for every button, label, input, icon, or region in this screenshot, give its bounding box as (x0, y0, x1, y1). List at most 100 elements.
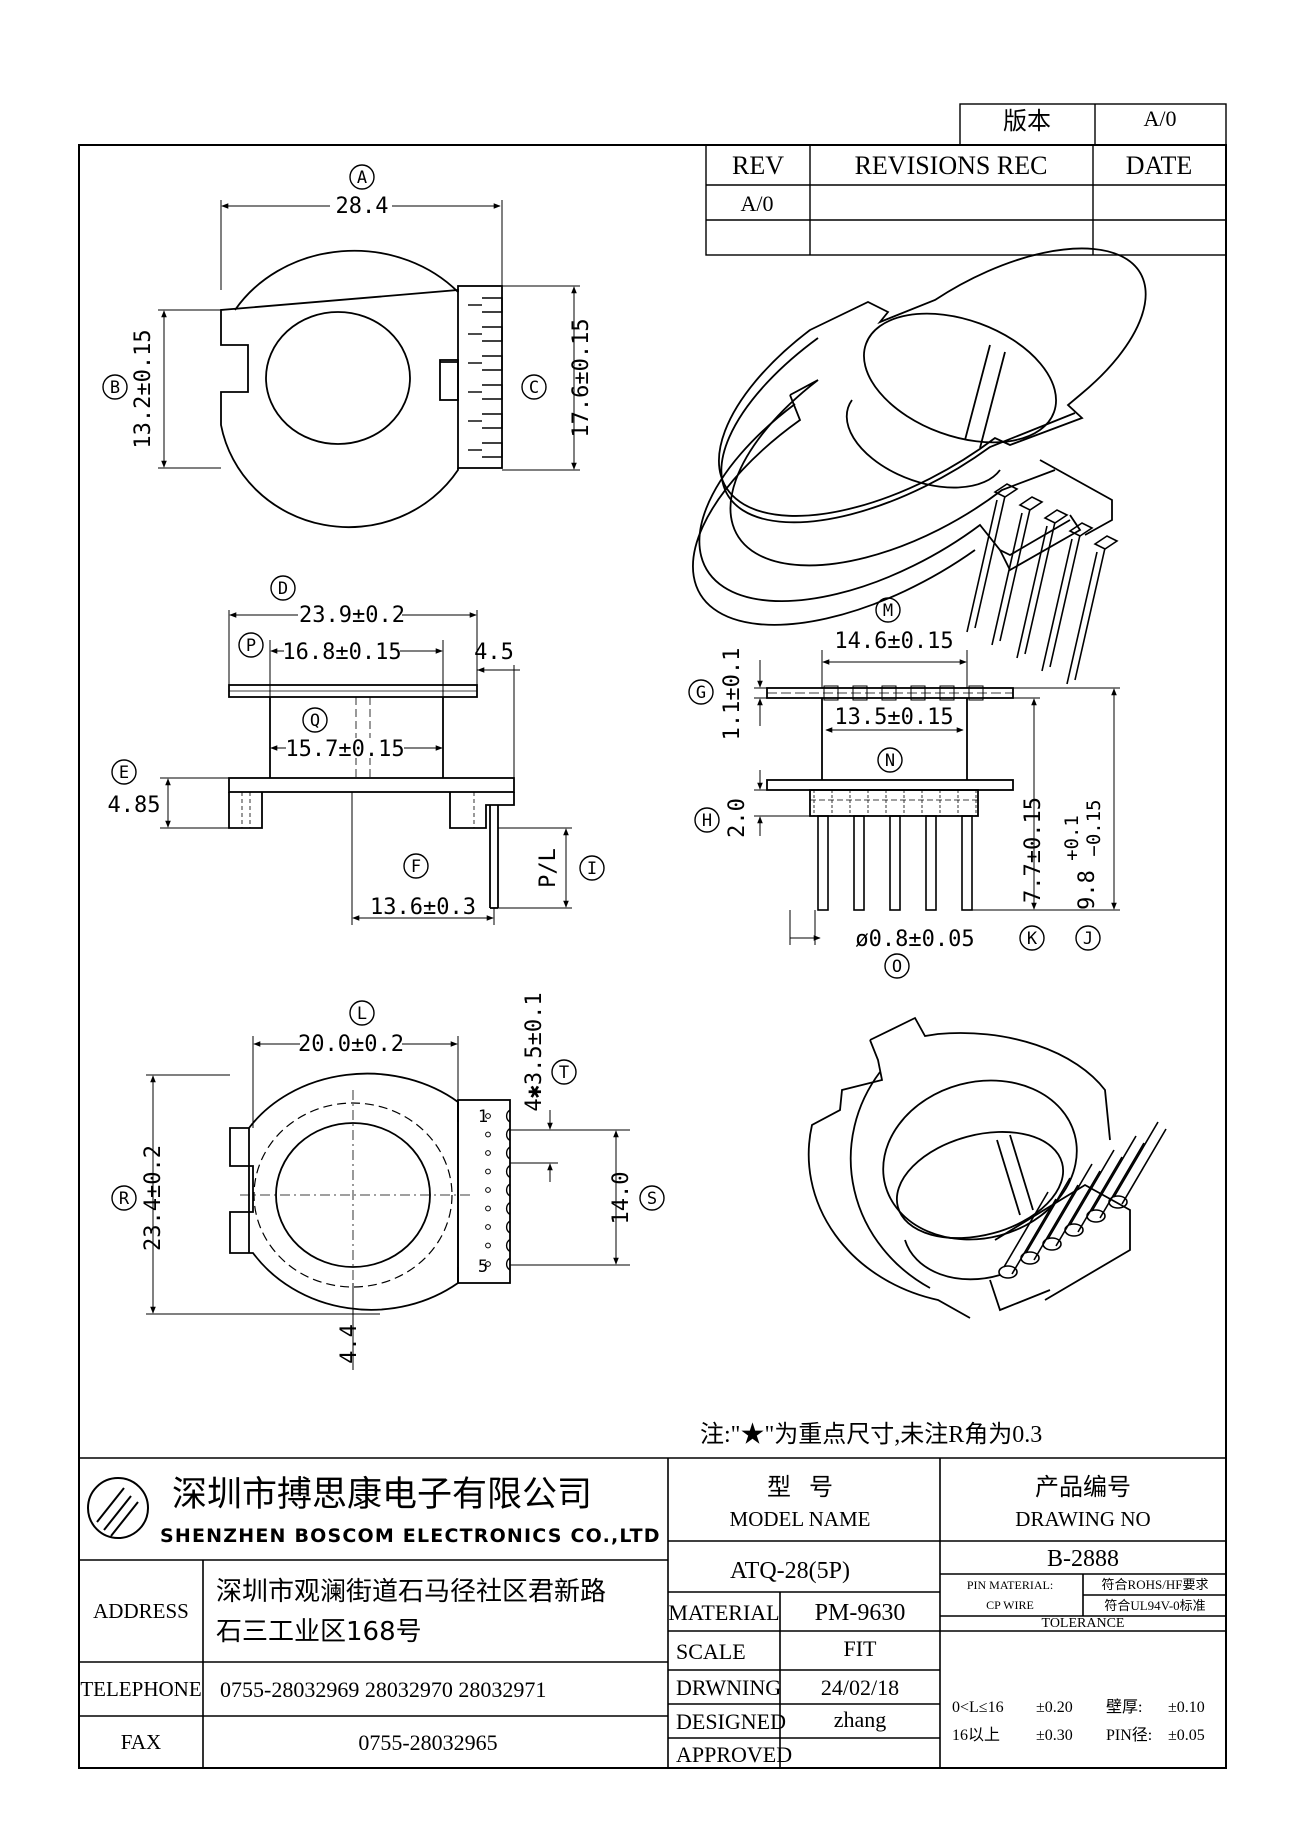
top-view (220, 249, 503, 529)
bottom-view-comb-tooth (505, 1238, 511, 1253)
dim-j-tol-plus: +0.1 (1061, 815, 1083, 861)
material-value: PM-9630 (815, 1600, 906, 1626)
front-view-dimensions (754, 650, 1120, 945)
callout-l-bubble (349, 1000, 375, 1026)
callout-d-bubble (270, 575, 296, 601)
iso-top-pin-block (1068, 522, 1094, 537)
tolerance-label: TOLERANCE (1042, 1616, 1125, 1631)
address-line-1: 深圳市观澜街道石马径社区君新路 (216, 1577, 606, 1607)
date-header: DATE (1126, 151, 1192, 180)
scale-value: FIT (844, 1636, 878, 1661)
iso-top-pin-lead (991, 512, 1023, 646)
address-label: ADDRESS (93, 1599, 189, 1623)
top-view-pin-comb (468, 297, 503, 458)
callout-s-bubble (639, 1185, 665, 1211)
side-view (228, 684, 515, 909)
top-view-pin-slot (482, 413, 503, 429)
iso-bottom-pin-lead (1047, 1163, 1093, 1240)
callout-j-bubble (1075, 925, 1101, 951)
front-view-top-slot (910, 685, 926, 701)
drawing-no-value: B-2888 (1047, 1546, 1119, 1572)
dim-h-value: 2.0 (725, 798, 750, 838)
iso-bottom-pin-lead (1121, 1128, 1167, 1205)
drawing-note: 注:"★"为重点尺寸,未注R角为0.3 (700, 1421, 1042, 1448)
iso-top-pin-lead (1016, 525, 1048, 659)
front-view-pin (853, 815, 865, 911)
dim-l-value: 20.0±0.2 (298, 1032, 404, 1057)
iso-top-pin-lead (966, 499, 998, 633)
callout-b-bubble (102, 374, 128, 400)
telephone-label: TELEPHONE (80, 1677, 201, 1701)
dim-bottom-value: 4.4 (337, 1324, 362, 1364)
iso-bottom-pin-end (1064, 1223, 1084, 1237)
company-name-cn: 深圳市搏思康电子有限公司 (172, 1475, 592, 1515)
bottom-view-pin-hole (485, 1168, 491, 1175)
bottom-view-comb-tooth (505, 1109, 511, 1123)
tolerance-row-2-pin-label: PIN径: (1106, 1726, 1152, 1744)
iso-top-pin-lead (1024, 521, 1056, 655)
title-block-grid (79, 1457, 1226, 1768)
isometric-view-bottom-pins (998, 1121, 1167, 1279)
drawing-date-label: DRWNING (676, 1675, 781, 1700)
ul-note: 符合UL94V-0标准 (1104, 1598, 1205, 1613)
material-label: MATERIAL (668, 1600, 779, 1625)
iso-bottom-pin-lead (1077, 1156, 1123, 1233)
rev-header: REV (732, 151, 784, 180)
callout-d-letter: D (278, 579, 288, 599)
bottom-view-comb-tooth (505, 1220, 511, 1234)
revision-row-1-rev: A/0 (741, 191, 774, 216)
callout-h-bubble (694, 807, 720, 833)
dim-i-value: P/L (536, 848, 561, 888)
rohs-note: 符合ROHS/HF要求 (1102, 1577, 1209, 1592)
scale-label: SCALE (676, 1639, 746, 1664)
model-label-cn: 型 号 (767, 1474, 833, 1501)
callout-i-bubble (579, 855, 605, 881)
front-view-top-slot (823, 685, 839, 701)
tolerance-row-2-value: ±0.30 (1036, 1727, 1073, 1744)
telephone-value: 0755-28032969 28032970 28032971 (220, 1677, 546, 1702)
top-view-pin-slot (482, 384, 503, 400)
callout-r-letter: R (119, 1189, 130, 1209)
iso-top-pin-lead (1041, 538, 1073, 672)
top-view-pin-slot (482, 355, 503, 371)
bottom-view-centerlines (240, 1090, 470, 1300)
iso-bottom-pin-end (1042, 1237, 1062, 1251)
model-value: ATQ-28(5P) (730, 1558, 850, 1584)
bottom-view-pin-hole (485, 1224, 491, 1230)
version-value: A/0 (1144, 106, 1177, 131)
bottom-view-dimensions (146, 1036, 630, 1370)
pin-material-value: CP WIRE (986, 1598, 1034, 1612)
front-view-pin-row (813, 685, 984, 911)
bottom-view-pin-hole (485, 1113, 491, 1119)
drawing-no-label-en: DRAWING NO (1015, 1507, 1150, 1531)
dim-c-value: 17.6±0.15 (569, 318, 594, 437)
top-view-pin-slot (482, 442, 503, 458)
front-view-pin (961, 815, 973, 911)
model-label-en: MODEL NAME (730, 1507, 871, 1531)
fax-label: FAX (121, 1730, 161, 1754)
callout-f-letter: F (411, 857, 421, 877)
iso-top-pin-lead (999, 508, 1031, 642)
callout-j-letter: J (1083, 929, 1093, 949)
company-logo (87, 1477, 149, 1539)
top-view-pin-slot (482, 297, 503, 313)
tolerance-row-2-range: 16以上 (952, 1726, 1000, 1744)
isometric-view-top-pins (966, 483, 1119, 685)
dim-b-value: 13.2±0.15 (131, 329, 156, 448)
revision-block (705, 103, 1227, 256)
isometric-view-top (691, 247, 1147, 626)
iso-bottom-pin-lead (1099, 1142, 1145, 1219)
tolerance-row-1-value: ±0.20 (1036, 1699, 1073, 1716)
callout-g-bubble (688, 679, 714, 705)
iso-top-pin-lead (1074, 547, 1106, 681)
callout-n-letter: N (885, 751, 895, 771)
dim-j-value: 9.8 (1075, 870, 1100, 910)
tolerance-row-1-range: 0<L≤16 (952, 1699, 1004, 1716)
callout-o-bubble (884, 953, 910, 979)
bottom-view-pin-hole (485, 1131, 491, 1138)
dim-s-value: 14.0 (609, 1172, 634, 1225)
dim-a-value: 28.4 (336, 194, 389, 219)
front-view-pin (925, 815, 937, 911)
callout-t-letter: T (559, 1063, 569, 1083)
pin-5-label: 5 (478, 1257, 488, 1277)
